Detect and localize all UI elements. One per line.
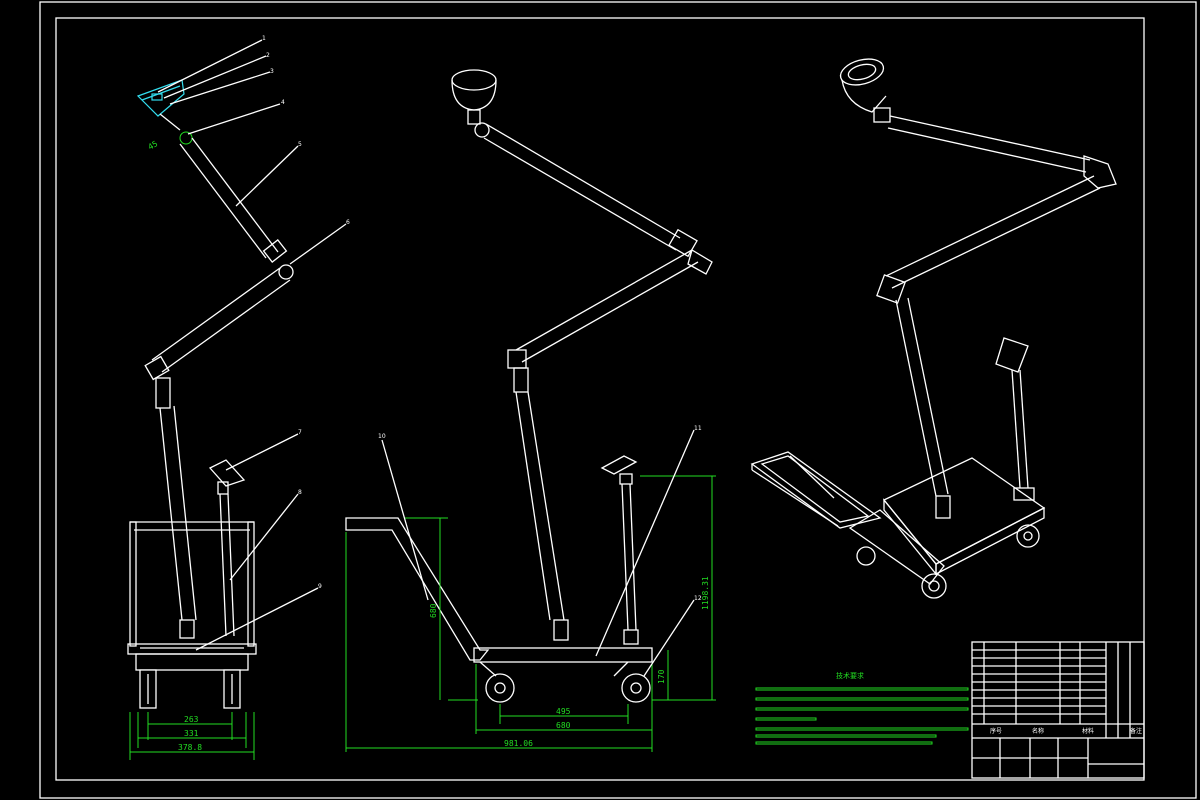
title-block xyxy=(971,641,1145,779)
iso-lower-arm xyxy=(895,297,951,519)
leader-label-5: 5 xyxy=(298,141,302,148)
front-tablet-pole xyxy=(208,459,246,637)
leader-label-6: 6 xyxy=(346,219,350,226)
dim-side-mid: 680 xyxy=(556,721,571,730)
dim-side-total-height: 1198.31 xyxy=(701,576,710,610)
leader-label-1: 1 xyxy=(262,35,266,42)
dim-side-inner: 495 xyxy=(556,707,571,716)
leader-label-9: 9 xyxy=(318,583,322,590)
title-col-material: 材料 xyxy=(1082,727,1094,735)
leader-label-11: 11 xyxy=(694,425,702,432)
front-hood xyxy=(136,79,193,145)
dim-front-inner: 263 xyxy=(184,715,199,724)
title-col-seq: 序号 xyxy=(990,727,1002,735)
iso-tablet-pole xyxy=(995,337,1035,501)
front-cart-frame xyxy=(127,521,257,709)
iso-view xyxy=(750,58,1117,599)
front-upper-arm xyxy=(179,137,288,263)
angle-label: 45 xyxy=(147,139,160,152)
front-middle-arm xyxy=(144,264,294,381)
title-col-name: 名称 xyxy=(1032,727,1044,735)
leader-label-10: 10 xyxy=(378,433,386,440)
leader-label-3: 3 xyxy=(270,68,274,75)
side-middle-arm xyxy=(507,249,699,393)
side-tablet-pole xyxy=(600,455,639,645)
notes-title: 技术要求 xyxy=(836,671,864,680)
dim-side-outer: 981.06 xyxy=(504,739,533,748)
dim-side-height: 680 xyxy=(429,603,438,618)
dim-front-mid: 331 xyxy=(184,729,199,738)
outer-border xyxy=(39,1,1197,799)
side-lower-arm xyxy=(515,391,569,641)
side-upper-arm xyxy=(483,123,713,275)
leader-label-4: 4 xyxy=(281,99,285,106)
side-cart xyxy=(345,517,653,703)
iso-cart xyxy=(750,451,1046,599)
title-col-remark: 备注 xyxy=(1130,727,1142,735)
side-leaders xyxy=(381,429,695,677)
side-dimensions xyxy=(345,475,716,752)
leader-label-7: 7 xyxy=(298,429,302,436)
inner-border xyxy=(55,17,1145,781)
front-dimensions xyxy=(129,712,255,760)
side-hood xyxy=(451,69,497,138)
front-lower-arm xyxy=(155,377,197,639)
leader-label-12: 12 xyxy=(694,595,702,602)
front-leaders xyxy=(157,39,347,651)
iso-hood xyxy=(839,58,891,123)
dim-side-wheel-height: 170 xyxy=(657,669,666,684)
leader-label-8: 8 xyxy=(298,489,302,496)
dim-front-outer: 378.8 xyxy=(178,743,202,752)
front-view: 263 331 378.8 45 1 2 3 4 5 6 7 8 9 xyxy=(127,35,350,760)
side-view: 495 680 981.06 680 170 1198.31 10 11 12 xyxy=(345,69,716,752)
iso-middle-arm xyxy=(876,175,1101,304)
tech-notes: 技术要求 xyxy=(755,671,969,745)
leader-label-2: 2 xyxy=(266,52,270,59)
iso-upper-arm xyxy=(887,115,1117,189)
